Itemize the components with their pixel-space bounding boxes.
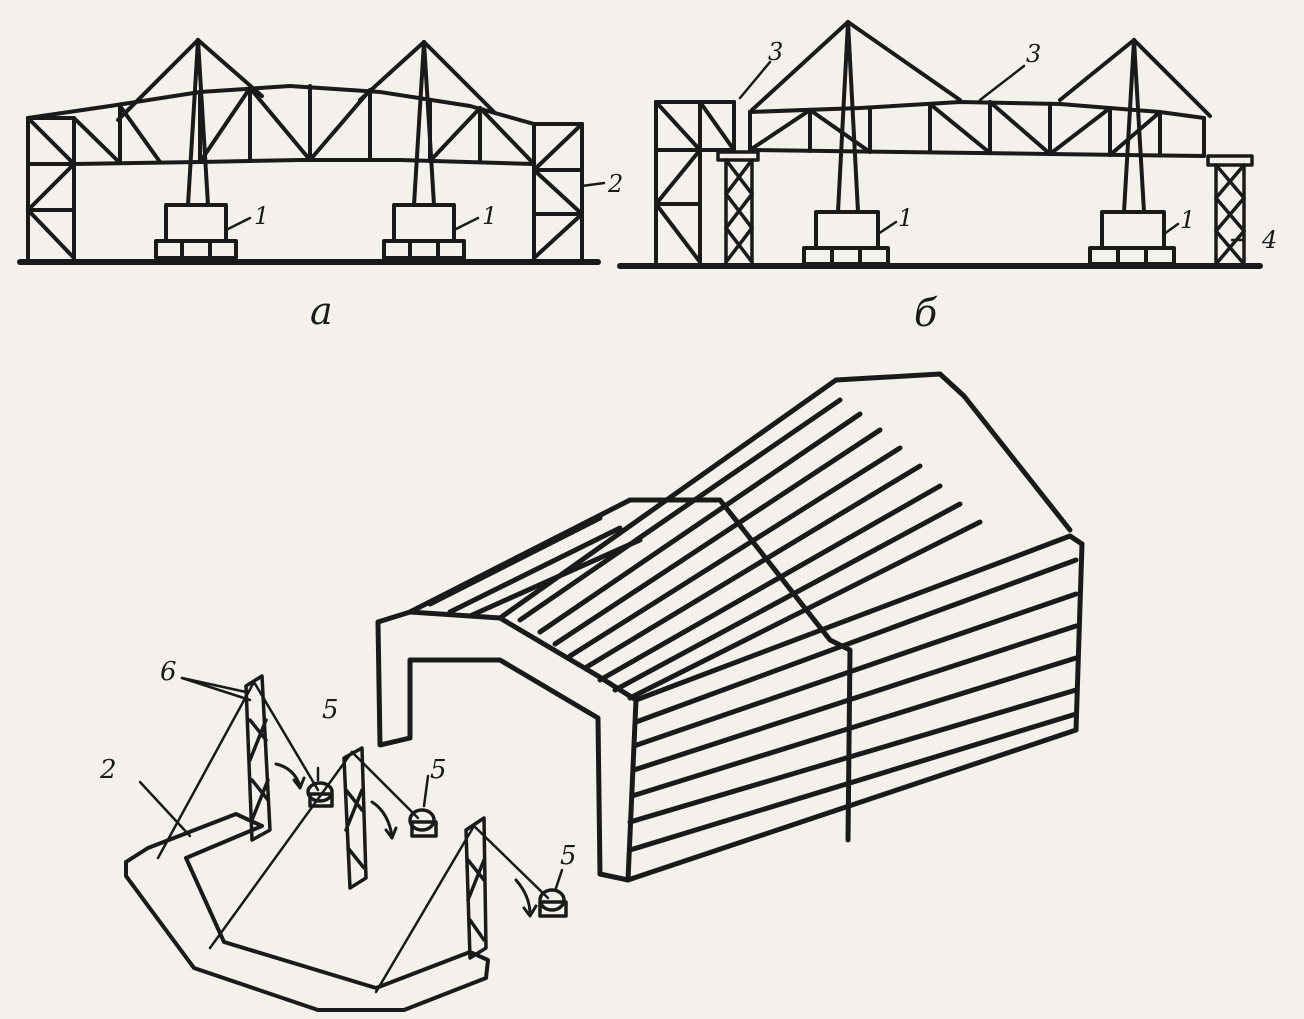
hangar-roof-purlins — [427, 397, 983, 701]
label-frame-c: 2 — [99, 755, 117, 785]
mast-2-c — [342, 746, 368, 890]
cables-c — [156, 680, 550, 994]
label-winch-1-c: 5 — [322, 695, 339, 725]
label-mast-c: 6 — [160, 657, 177, 687]
leaders-a — [224, 181, 606, 232]
winch-1-c — [306, 781, 334, 808]
temporary-support-right-b — [1206, 154, 1254, 266]
panel-c: 6 2 5 5 5 — [99, 371, 1085, 1012]
hangar-roof — [375, 371, 1085, 883]
mast-3-c — [464, 816, 488, 960]
panel-a: 1 1 2 а — [17, 38, 623, 333]
leaders-b — [738, 60, 1246, 242]
leaders-c — [138, 676, 564, 890]
label-joint-right-b: 3 — [1026, 40, 1041, 68]
label-frame-a: 2 — [607, 170, 623, 198]
caption-a: а — [310, 289, 333, 333]
crane-right-b — [1058, 38, 1212, 266]
panel-b: 3 3 1 1 4 б — [617, 20, 1277, 335]
arch-truss-a — [26, 84, 536, 166]
frame-column-left-b — [654, 100, 736, 264]
label-crane-right-a: 1 — [482, 202, 497, 230]
label-crane-left-b: 1 — [898, 204, 913, 232]
mast-1-c — [244, 674, 272, 842]
label-crane-right-b: 1 — [1180, 206, 1195, 234]
ground-frame-c — [124, 812, 490, 1012]
label-winch-3-c: 5 — [560, 841, 577, 871]
label-support-b: 4 — [1261, 226, 1277, 254]
label-crane-left-a: 1 — [254, 202, 269, 230]
winch-2-c — [408, 808, 438, 838]
crane-left-a — [116, 38, 264, 260]
lifted-truss-b — [748, 100, 1206, 158]
label-winch-2-c: 5 — [430, 755, 447, 785]
caption-b: б — [914, 291, 938, 335]
hangar-wall-panels — [627, 557, 1079, 853]
frame-column-left-a — [26, 116, 76, 260]
rotation-arrows-c — [274, 762, 538, 918]
crane-right-a — [358, 40, 496, 260]
frame-column-right-a — [532, 122, 584, 260]
temporary-support-left-b — [716, 150, 760, 264]
winch-3-c — [538, 888, 568, 918]
crane-left-b — [750, 20, 962, 266]
label-joint-left-b: 3 — [768, 38, 783, 66]
